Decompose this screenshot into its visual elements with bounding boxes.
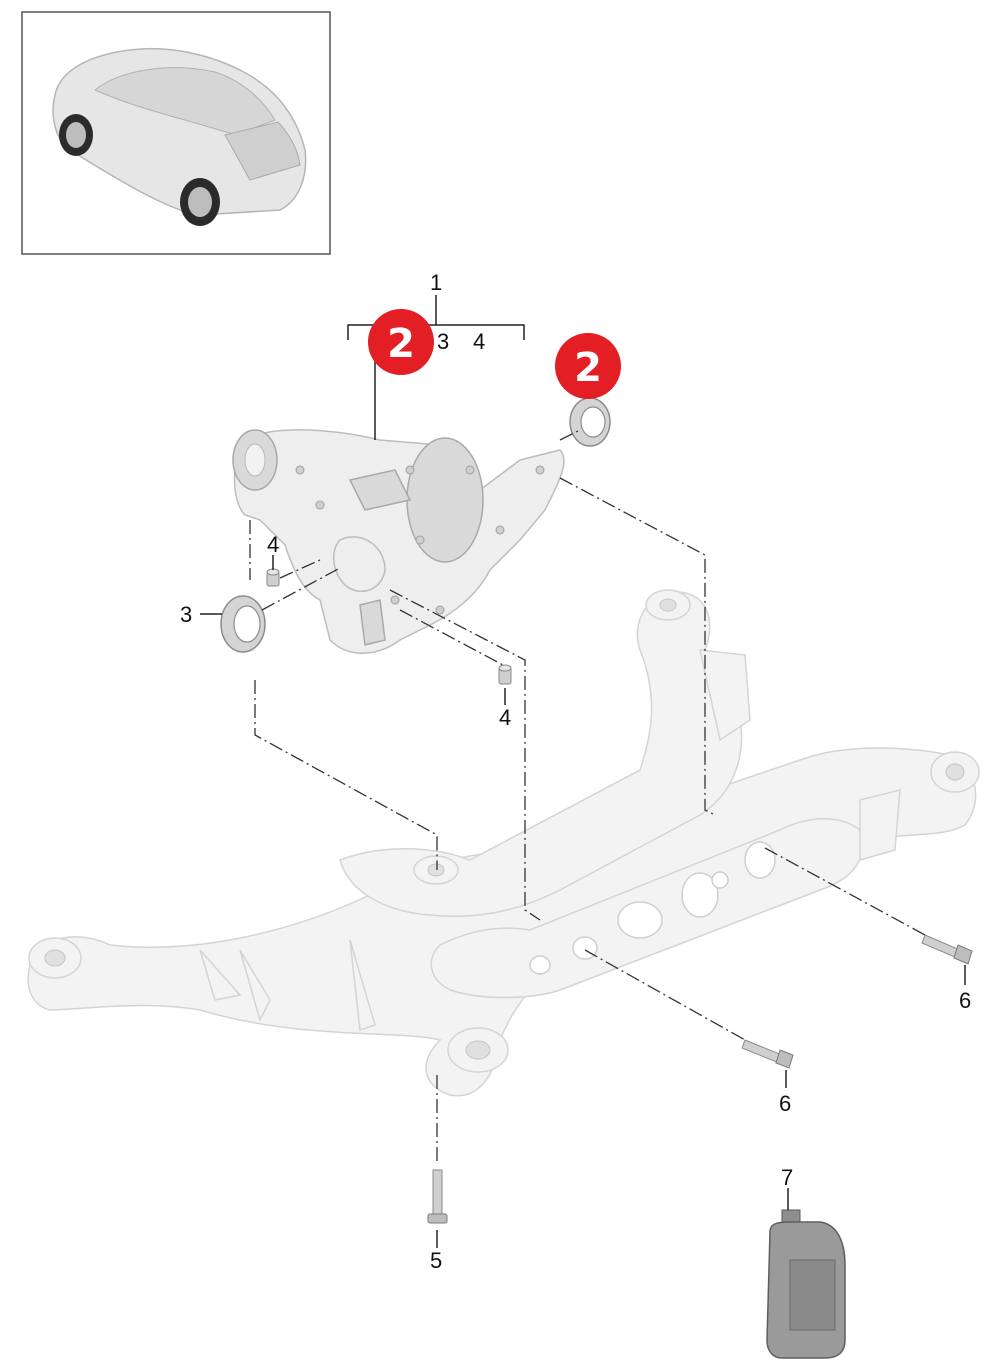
vehicle-thumbnail (21, 11, 331, 255)
callout-6-right: 6 (959, 988, 971, 1013)
callout-3-group: 3 (437, 329, 449, 354)
bolt-mid (741, 1039, 794, 1069)
callout-4-lower: 4 (499, 705, 511, 730)
screw-plug-lower (498, 664, 512, 685)
bolt-right (921, 934, 973, 965)
callout-6-mid: 6 (779, 1091, 791, 1116)
shaft-seal-left (220, 595, 266, 653)
badge-left-number: 2 (387, 321, 415, 367)
callout-4-upper: 4 (267, 532, 279, 557)
oil-bottle (766, 1209, 846, 1359)
callout-7: 7 (781, 1165, 793, 1190)
bolt-vertical (427, 1169, 448, 1224)
subframe-bushings (28, 589, 980, 1073)
badge-left: 2 (368, 309, 434, 375)
rear-differential (232, 429, 565, 654)
screw-plug-upper (266, 568, 280, 587)
shaft-seal-right (569, 397, 611, 447)
callout-3-left: 3 (180, 602, 192, 627)
rear-axle-subframe (27, 589, 980, 1097)
subframe-holes (529, 841, 776, 975)
badge-right-number: 2 (574, 345, 602, 391)
callout-5: 5 (430, 1248, 442, 1273)
callout-1: 1 (430, 270, 442, 295)
callouts: 1 3 4 3 4 4 5 6 6 7 (180, 270, 971, 1273)
callout-4-group: 4 (473, 329, 485, 354)
vehicle-suv-icon (52, 47, 307, 226)
assembly-lines (249, 429, 926, 1165)
badge-right: 2 (555, 333, 621, 399)
